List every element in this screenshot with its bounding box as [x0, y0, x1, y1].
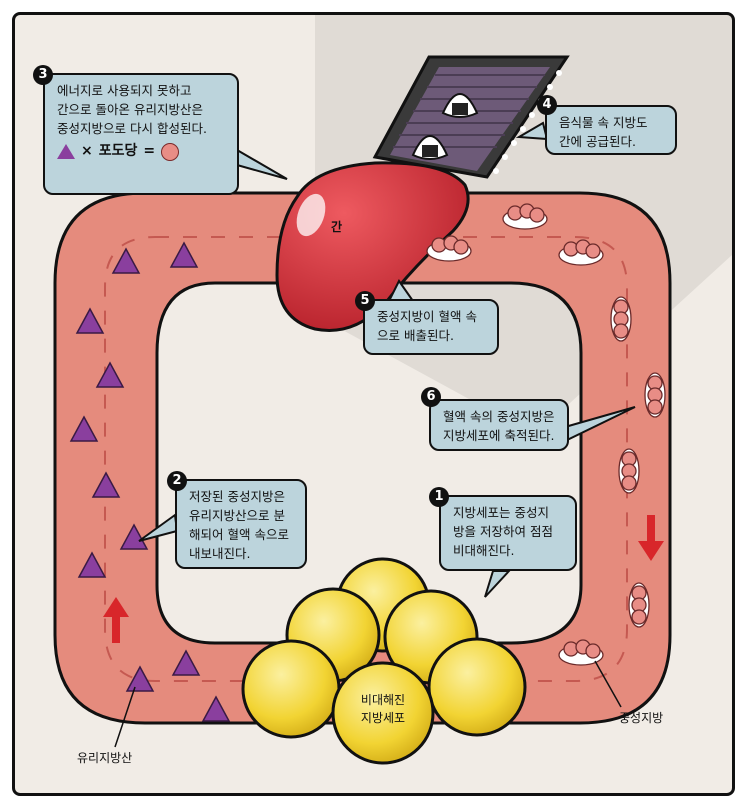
neutral-fat-icon: [610, 296, 632, 342]
callout-5: 중성지방이 혈액 속 으로 배출된다.: [363, 299, 499, 355]
callout-2-line-3: 해되어 혈액 속으로: [189, 527, 289, 542]
callout-2: 저장된 중성지방은 유리지방산으로 분 해되어 혈액 속으로 내보내진다.: [175, 479, 307, 569]
rice-ball-icon-2: [411, 135, 449, 160]
free-fatty-acid-label: 유리지방산: [77, 751, 133, 765]
fatty-acid-icon: [69, 415, 99, 442]
callout-5-line-2: 으로 배출된다.: [377, 328, 454, 343]
fatty-acid-icon: [111, 247, 141, 274]
fat-cell-label-line-1: 비대해진: [360, 693, 406, 707]
fat-cell-label: 비대해진 지방세포: [338, 691, 428, 727]
callout-6-line-2: 지방세포에 축적된다.: [443, 428, 555, 443]
fatty-acid-icon: [201, 695, 231, 722]
callout-2-line-4: 내보내진다.: [189, 546, 251, 561]
callout-1-line-2: 방을 저장하여 점점: [453, 524, 553, 539]
callout-5-line-1: 중성지방이 혈액 속: [377, 309, 477, 324]
callout-4: 음식물 속 지방도 간에 공급된다.: [545, 105, 677, 155]
fatty-acid-icon: [75, 307, 105, 334]
neutral-fat-icon: [644, 372, 666, 418]
step-number-6: 6: [421, 387, 441, 407]
synthesis-formula: × 포도당 =: [57, 142, 227, 161]
neutral-fat-icon: [558, 239, 604, 266]
callout-3-line-2: 간으로 돌아온 유리지방산은: [57, 102, 203, 117]
fatty-acid-icon: [125, 665, 155, 692]
leader-line-fatty-acid: [114, 686, 136, 748]
free-fatty-acids: [69, 241, 231, 722]
callout-3: 에너지로 사용되지 못하고 간으로 돌아온 유리지방산은 중성지방으로 다시 합…: [43, 73, 239, 195]
callout-3-line-1: 에너지로 사용되지 못하고: [57, 83, 192, 98]
enlarged-fat-cells: [241, 557, 527, 765]
neutral-fat-icon: [628, 582, 650, 628]
fatty-acid-icon: [171, 649, 201, 676]
step-number-1: 1: [429, 487, 449, 507]
step-number-4: 4: [537, 95, 557, 115]
callout-6: 혈액 속의 중성지방은 지방세포에 축적된다.: [429, 399, 569, 451]
diagram-frame: 간 비대해진 지방세포 에너지로 사용되지 못하고 간으로 돌아온 유리지방산은…: [12, 12, 735, 796]
step-number-5: 5: [355, 291, 375, 311]
callout-4-line-2: 간에 공급된다.: [559, 134, 636, 149]
neutral-fat-icon: [558, 639, 604, 666]
neutral-fat-icon: [502, 203, 548, 230]
callout-4-line-1: 음식물 속 지방도: [559, 115, 648, 130]
fatty-acid-icon: [77, 551, 107, 578]
callout-2-line-1: 저장된 중성지방은: [189, 489, 285, 504]
glucose-label: 포도당: [98, 143, 138, 159]
fatty-acid-icon: [95, 361, 125, 388]
callout-6-line-1: 혈액 속의 중성지방은: [443, 409, 555, 424]
liver-label: 간: [331, 220, 343, 234]
blood-vessel-loop: [53, 191, 672, 725]
callout-1: 지방세포는 중성지 방을 저장하여 점점 비대해진다.: [439, 495, 577, 571]
flow-arrow-up: [103, 597, 129, 643]
neutral-fat-icon: [161, 142, 180, 161]
neutral-fat-clusters: [426, 203, 666, 666]
leader-line-neutral-fat: [594, 660, 622, 708]
neutral-fat-icon: [426, 235, 472, 262]
food-conveyor: [372, 55, 570, 179]
flow-arrow-down: [638, 515, 664, 561]
times-sign: ×: [81, 143, 93, 159]
callout-2-line-2: 유리지방산으로 분: [189, 508, 285, 523]
callout-1-line-1: 지방세포는 중성지: [453, 505, 549, 520]
fatty-acid-icon: [91, 471, 121, 498]
step-number-3: 3: [33, 65, 53, 85]
neutral-fat-icon: [618, 448, 640, 494]
fatty-acid-icon: [119, 523, 149, 550]
rice-ball-icon-1: [441, 93, 479, 118]
callout-3-line-3: 중성지방으로 다시 합성된다.: [57, 121, 207, 136]
liver: [275, 161, 470, 332]
fatty-acid-icon: [169, 241, 199, 268]
fatty-acid-icon: [57, 144, 75, 159]
equals-sign: =: [143, 143, 156, 159]
step-number-2: 2: [167, 471, 187, 491]
neutral-fat-label: 중성지방: [619, 711, 664, 725]
fat-cell-label-line-2: 지방세포: [360, 711, 406, 725]
callout-1-line-3: 비대해진다.: [453, 543, 515, 558]
